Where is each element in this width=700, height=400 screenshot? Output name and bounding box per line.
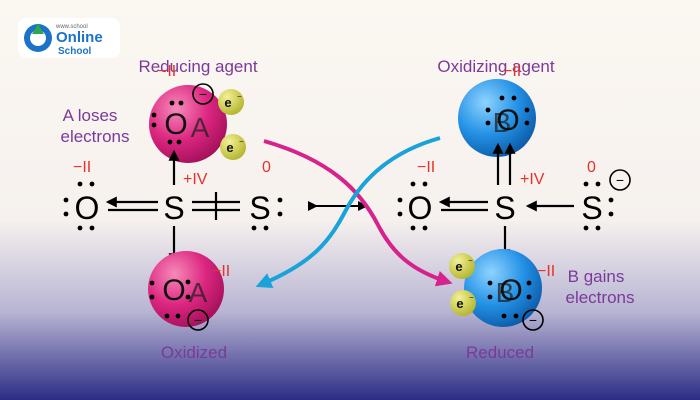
logo-line2: School bbox=[58, 46, 92, 57]
electron-icon bbox=[450, 290, 476, 316]
a-loses-electrons-label: electrons bbox=[61, 127, 130, 146]
lone-pairs-o-top-left bbox=[151, 100, 184, 145]
svg-text:−: − bbox=[616, 172, 624, 188]
charge-minus-two-right-o: −II bbox=[417, 159, 435, 176]
lone-pairs-s-left bbox=[251, 197, 283, 231]
atom-s-right: S bbox=[494, 190, 515, 226]
charge-minus-two-left-o: −II bbox=[73, 159, 91, 176]
svg-text:e: e bbox=[224, 95, 231, 110]
electron-icon bbox=[218, 89, 244, 115]
lone-pairs-s-far-right bbox=[583, 181, 614, 231]
atom-o-right: O bbox=[408, 190, 433, 226]
oxidized-label: Oxidized bbox=[161, 343, 227, 362]
svg-text:−: − bbox=[194, 312, 202, 328]
atom-a-top: A bbox=[191, 112, 210, 143]
lone-pairs-o-left bbox=[63, 181, 95, 231]
svg-text:e: e bbox=[226, 140, 233, 155]
reduced-sphere bbox=[464, 249, 542, 327]
charge-zero-right-s: 0 bbox=[587, 159, 596, 176]
lone-pairs-o-right bbox=[397, 181, 428, 231]
electron-transfer-arrow-cyan bbox=[255, 136, 441, 289]
atom-o-bottom-right: O bbox=[499, 274, 522, 307]
oxidized-sphere bbox=[148, 251, 224, 327]
negative-charge-icon bbox=[522, 309, 544, 331]
lone-pairs-o-bottom-left bbox=[149, 279, 191, 319]
charge-minus-two-top-left: −II bbox=[158, 63, 176, 80]
atom-s-right-left-molecule: S bbox=[249, 190, 270, 226]
svg-text:e: e bbox=[455, 259, 462, 274]
svg-text:−: − bbox=[239, 137, 244, 146]
svg-text:−: − bbox=[237, 92, 242, 101]
charge-minus-two-bottom-right: −II bbox=[537, 263, 555, 280]
logo-triangle-icon bbox=[32, 24, 44, 34]
lone-pairs-o-bottom-right bbox=[487, 280, 532, 319]
reduced-label: Reduced bbox=[466, 343, 534, 362]
atom-o-bottom-left: O bbox=[162, 274, 185, 307]
atom-o-left: O bbox=[75, 190, 100, 226]
svg-text:−: − bbox=[468, 256, 473, 265]
electron-icon bbox=[220, 134, 246, 160]
electron-icon bbox=[449, 253, 475, 279]
charge-plus-four-right-s: +IV bbox=[520, 171, 545, 188]
negative-charge-icon bbox=[187, 309, 209, 331]
b-gains-label: B gains bbox=[568, 267, 625, 286]
atom-a-bottom: A bbox=[189, 277, 208, 308]
electron-transfer-arrow-magenta bbox=[263, 139, 453, 287]
atom-b-bottom: B bbox=[496, 277, 515, 308]
reducing-agent-sphere bbox=[149, 85, 227, 163]
logo-tiny-text: www.school bbox=[55, 24, 88, 30]
oxidizing-agent-sphere bbox=[458, 79, 536, 157]
svg-text:−: − bbox=[199, 86, 207, 102]
atom-b-top: B bbox=[493, 107, 512, 138]
charge-zero-left-s: 0 bbox=[262, 159, 271, 176]
negative-charge-icon bbox=[192, 83, 214, 105]
charge-minus-two-top-right: −II bbox=[503, 63, 521, 80]
oxidizing-agent-label: Oxidizing agent bbox=[437, 57, 554, 76]
svg-text:−: − bbox=[529, 312, 537, 328]
reducing-agent-label: Reducing agent bbox=[138, 57, 257, 76]
online-school-logo: www.school Online School bbox=[18, 18, 120, 58]
lone-pairs-o-top-right bbox=[485, 95, 530, 126]
negative-charge-icon bbox=[609, 169, 631, 191]
svg-text:−: − bbox=[469, 293, 474, 302]
logo-line1: Online bbox=[56, 29, 103, 46]
charge-plus-four-left-s: +IV bbox=[183, 171, 208, 188]
a-loses-label: A loses bbox=[63, 106, 118, 125]
b-gains-electrons-label: electrons bbox=[566, 288, 635, 307]
atom-s-left: S bbox=[163, 190, 184, 226]
svg-text:e: e bbox=[456, 296, 463, 311]
atom-s-far-right: S bbox=[581, 190, 602, 226]
atom-o-top-right: O bbox=[496, 104, 519, 137]
charge-minus-two-bottom-left: −II bbox=[212, 263, 230, 280]
atom-o-top-left: O bbox=[164, 108, 187, 141]
